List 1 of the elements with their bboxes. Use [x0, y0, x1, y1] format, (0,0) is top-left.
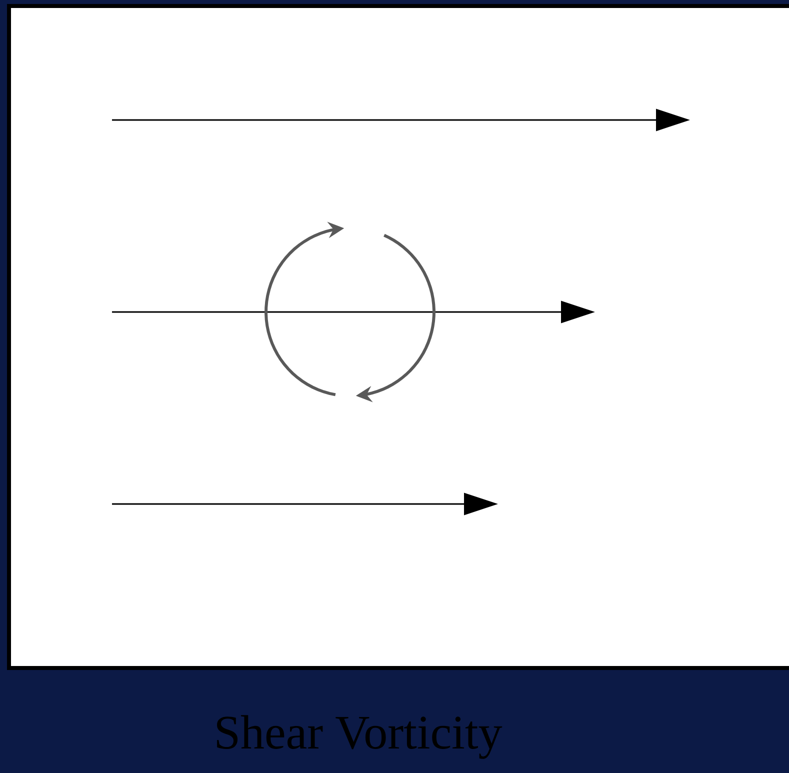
caption: Shear Vorticity [217, 715, 502, 759]
